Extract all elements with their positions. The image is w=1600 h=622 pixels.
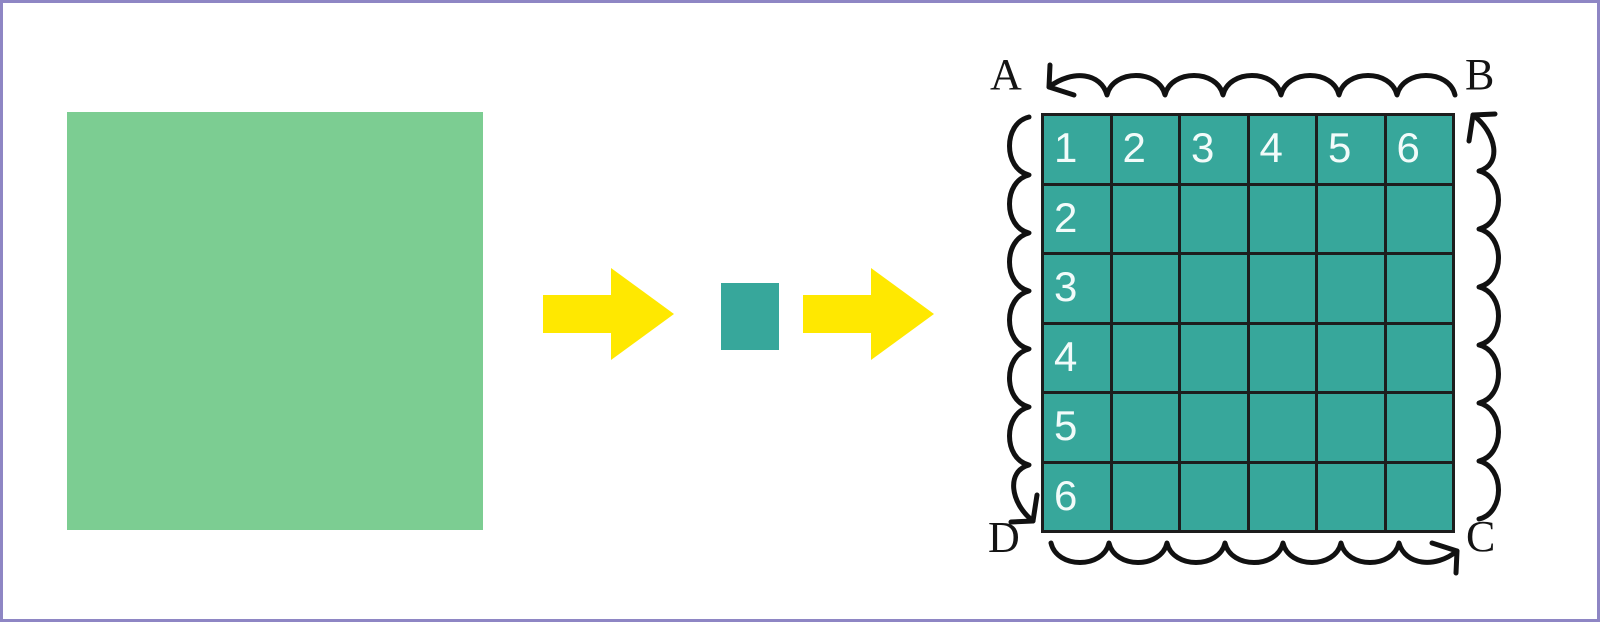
grid-cell-r1-c5: 5 (1318, 116, 1384, 183)
arrowhead-bottom-right (1429, 540, 1460, 576)
grid-cell-r3-c5 (1318, 255, 1384, 322)
corner-label-b: B (1465, 50, 1495, 99)
grid-cell-r5-c1: 5 (1044, 394, 1110, 461)
large-green-square (67, 112, 483, 530)
grid-cell-r2-c3 (1181, 185, 1247, 252)
grid-cell-r2-c5 (1318, 185, 1384, 252)
corner-label-d: D (988, 513, 1020, 562)
grid-cell-r5-c4 (1249, 394, 1315, 461)
grid-cell-r3-c2 (1112, 255, 1178, 322)
scalloped-arrow-left (1007, 114, 1036, 524)
grid-cell-r2-c4 (1249, 185, 1315, 252)
corner-label-c: C (1466, 512, 1496, 561)
grid-cell-r1-c6: 6 (1386, 116, 1452, 183)
grid-cell-r3-c1: 3 (1044, 255, 1110, 322)
grid-cell-label: 2 (1122, 124, 1146, 172)
grid-cell-r2-c2 (1112, 185, 1178, 252)
grid-cell-r5-c6 (1386, 394, 1452, 461)
grid-cell-r6-c4 (1249, 463, 1315, 530)
arrow-shaft (803, 295, 875, 333)
grid-cell-label: 6 (1396, 124, 1420, 172)
arrowhead-right-top (1466, 111, 1498, 144)
grid-cell-r4-c6 (1386, 324, 1452, 391)
grid-cell-r4-c4 (1249, 324, 1315, 391)
scalloped-arrow-right (1470, 112, 1501, 522)
grid-cell-label: 3 (1191, 124, 1215, 172)
grid-cell-r3-c6 (1386, 255, 1452, 322)
grid-cell-r5-c2 (1112, 394, 1178, 461)
grid-cell-r2-c6 (1386, 185, 1452, 252)
grid-cell-label: 3 (1054, 263, 1078, 311)
small-teal-square (721, 283, 779, 350)
corner-label-a: A (990, 50, 1022, 99)
arrow-head (611, 268, 674, 360)
grid-cell-r1-c2: 2 (1112, 116, 1178, 183)
arrow-shaft (543, 295, 615, 333)
grid-cell-r2-c1: 2 (1044, 185, 1110, 252)
transform-arrow-2 (803, 268, 934, 360)
grid-cell-label: 1 (1054, 124, 1078, 172)
grid-cell-label: 5 (1054, 402, 1078, 450)
grid-cell-r1-c3: 3 (1181, 116, 1247, 183)
grid-cell-r3-c3 (1181, 255, 1247, 322)
scalloped-arrow-bottom (1048, 540, 1460, 565)
grid-cell-r4-c2 (1112, 324, 1178, 391)
grid-cell-r6-c5 (1318, 463, 1384, 530)
grid-cell-r6-c2 (1112, 463, 1178, 530)
grid-cell-r4-c3 (1181, 324, 1247, 391)
grid-cell-r6-c1: 6 (1044, 463, 1110, 530)
grid-cell-r3-c4 (1249, 255, 1315, 322)
grid-cell-r4-c1: 4 (1044, 324, 1110, 391)
grid-cell-r1-c1: 1 (1044, 116, 1110, 183)
grid-cell-r6-c6 (1386, 463, 1452, 530)
grid-cell-label: 4 (1259, 124, 1283, 172)
grid-cell-r4-c5 (1318, 324, 1384, 391)
grid-cell-r5-c3 (1181, 394, 1247, 461)
arrowhead-top-left (1046, 62, 1077, 98)
grid-cell-label: 2 (1054, 193, 1078, 241)
grid-cell-label: 5 (1328, 124, 1352, 172)
transform-arrow-1 (543, 268, 674, 360)
grid-cell-r6-c3 (1181, 463, 1247, 530)
grid-cell-label: 4 (1054, 332, 1078, 380)
arrow-head (871, 268, 934, 360)
grid-cell-r5-c5 (1318, 394, 1384, 461)
grid-cell-r1-c4: 4 (1249, 116, 1315, 183)
scalloped-arrow-top (1046, 73, 1458, 98)
grid-cell-label: 6 (1054, 471, 1078, 519)
